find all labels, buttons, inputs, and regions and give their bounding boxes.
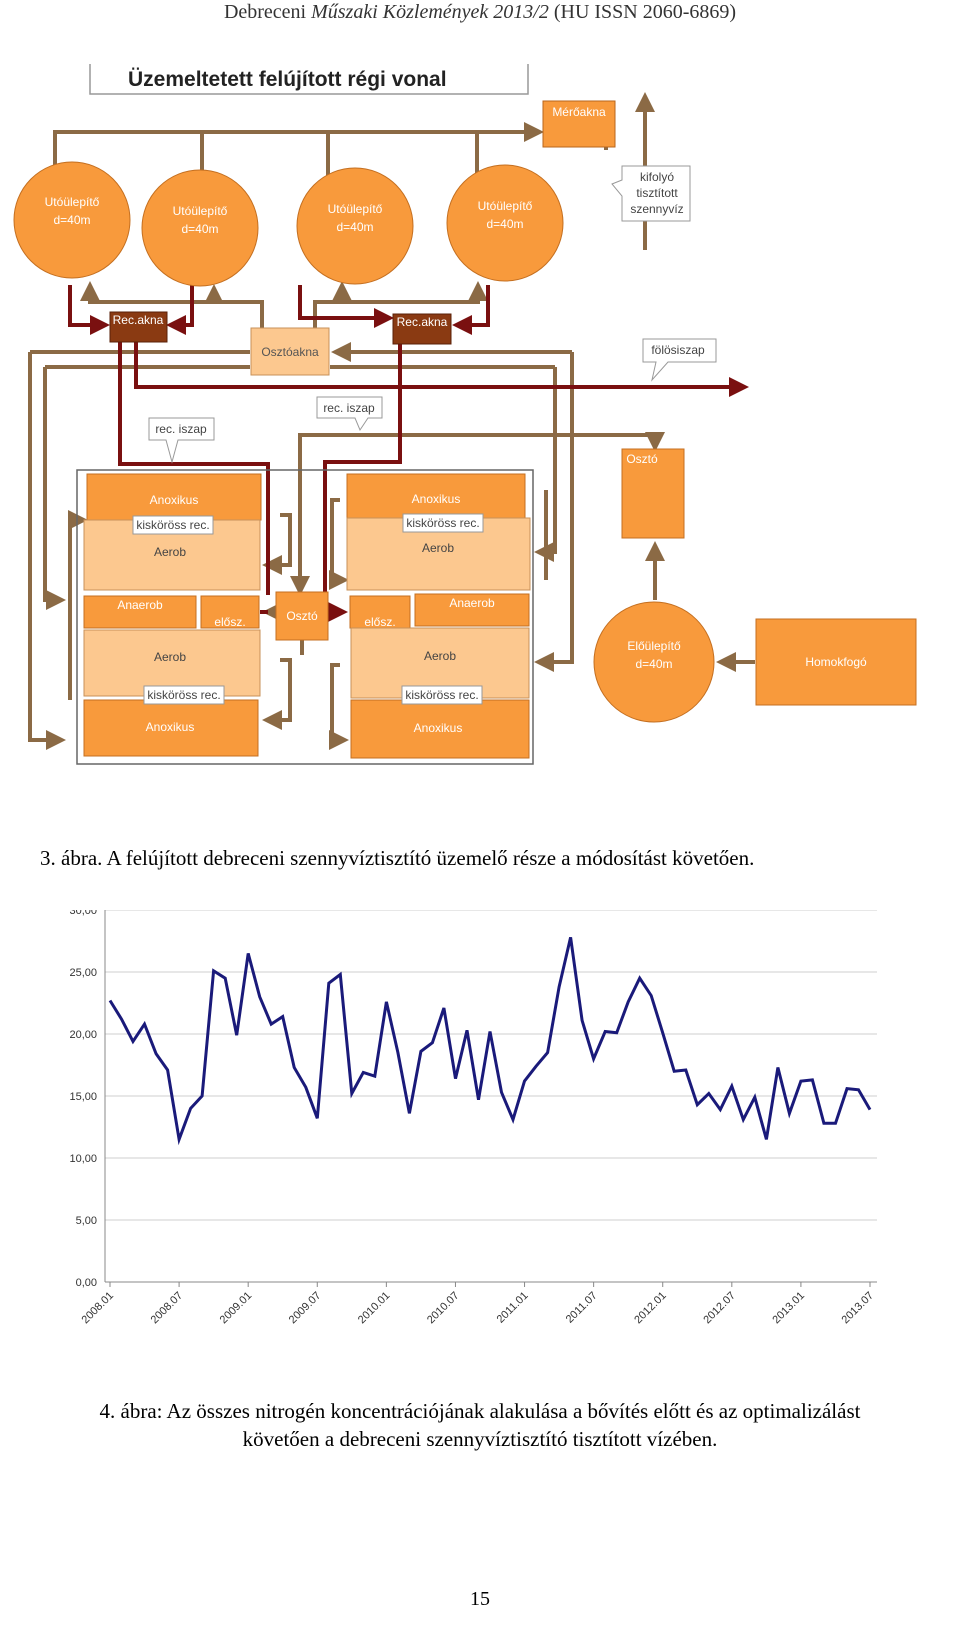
x-tick-label: 2009.01 [218, 1290, 255, 1327]
ul-kiskoros: kisköröss rec. [136, 518, 209, 532]
lr-aerob: Aerob [424, 649, 456, 663]
x-tick-label: 2010.01 [356, 1290, 393, 1327]
clarifier-3: Utóülepítő d=40m [296, 167, 414, 285]
figure-4-caption-line2: követően a debreceni szennyvíztisztító t… [242, 1427, 718, 1451]
clarifier-3-line1: Utóülepítő [328, 202, 383, 216]
kifolyo-line1: kifolyó [640, 170, 674, 184]
clarifier-1-line1: Utóülepítő [45, 195, 100, 209]
osztoakna-label: Osztóakna [261, 345, 319, 359]
chart-series [108, 936, 872, 1146]
ll-anoxikus: Anoxikus [146, 720, 195, 734]
total-nitrogen-series-line [108, 936, 872, 1146]
lr-anoxikus: Anoxikus [414, 721, 463, 735]
clarifier-3-line2: d=40m [336, 220, 373, 234]
x-tick-label: 2011.07 [564, 1290, 600, 1326]
clarifier-1-line2: d=40m [53, 213, 90, 227]
eloulepito: Előülepítő d=40m [593, 601, 715, 723]
rec-iszap-callout-left: rec. iszap [148, 417, 215, 464]
clarifier-2-line1: Utóülepítő [173, 204, 228, 218]
ul-anoxikus: Anoxikus [150, 493, 199, 507]
basin-middle-row: Anaerob elősz. Osztó elősz. Anaerob [83, 591, 530, 641]
rec-akna-left-label: Rec.akna [113, 313, 164, 327]
mid-oszto: Osztó [286, 609, 318, 623]
y-tick-label: 5,00 [76, 1215, 97, 1227]
folosiszap-callout: fölösiszap [642, 338, 717, 382]
nitrogen-line-chart: 0,00 5,00 10,00 15,00 20,00 25,00 30,00 2008.0… [69, 910, 877, 1327]
x-tick-label: 2013.07 [840, 1290, 877, 1327]
y-tick-label: 0,00 [76, 1277, 97, 1289]
oszto-right-label: Osztó [626, 452, 658, 466]
running-header: Debreceni Műszaki Közlemények 2013/2 (HU… [0, 0, 960, 24]
y-tick-label: 25,00 [69, 967, 97, 979]
meroakna-box: Mérőakna [542, 100, 616, 148]
header-journal: Műszaki Közlemények 2013/2 [311, 1, 549, 23]
eloulepito-line2: d=40m [635, 657, 672, 671]
figure-4-caption-line1: 4. ábra: Az összes nitrogén koncentráció… [99, 1399, 861, 1423]
homokfogo-label: Homokfogó [805, 655, 867, 669]
rec-iszap-left-label: rec. iszap [155, 422, 207, 436]
kifolyo-callout: kifolyó tisztított szennyvíz [611, 165, 691, 222]
ml-elosz: elősz. [214, 615, 245, 629]
y-tick-label: 30,00 [69, 910, 97, 917]
clarifier-4-line1: Utóülepítő [478, 199, 533, 213]
rec-akna-right-label: Rec.akna [397, 315, 448, 329]
osztoakna-box: Osztóakna [250, 327, 330, 376]
rec-iszap-callout-mid: rec. iszap [316, 396, 383, 432]
kifolyo-line3: szennyvíz [630, 202, 683, 216]
x-tick-label: 2013.01 [770, 1290, 807, 1327]
diagram-title: Üzemeltetett felújított régi vonal [128, 68, 447, 91]
header-suffix: (HU ISSN 2060-6869) [548, 1, 737, 23]
clarifier-2-line2: d=40m [181, 222, 218, 236]
rec-iszap-mid-label: rec. iszap [323, 401, 375, 415]
clarifier-1: Utóülepítő d=40m [13, 161, 131, 279]
clarifier-4-line2: d=40m [486, 217, 523, 231]
x-tick-label: 2008.01 [80, 1290, 117, 1327]
basin-lower-right: Aerob Anoxikus kisköröss rec. [350, 627, 530, 759]
chart-gridlines [104, 910, 877, 1283]
lr-kiskoros: kisköröss rec. [405, 688, 478, 702]
rec-akna-right: Rec.akna [392, 313, 452, 345]
y-tick-label: 10,00 [69, 1153, 97, 1165]
meroakna-label: Mérőakna [552, 105, 606, 119]
x-tick-label: 2012.07 [701, 1290, 738, 1327]
x-tick-label: 2011.01 [495, 1290, 531, 1326]
y-tick-label: 15,00 [69, 1091, 97, 1103]
x-tick-label: 2012.01 [632, 1290, 669, 1327]
diagram-title-box: Üzemeltetett felújított régi vonal [89, 64, 529, 95]
figure-3-caption: 3. ábra. A felújított debreceni szennyví… [40, 846, 755, 870]
chart-y-tick-labels: 0,00 5,00 10,00 15,00 20,00 25,00 30,00 [69, 910, 97, 1289]
eloulepito-line1: Előülepítő [627, 639, 681, 653]
mr-anaerob: Anaerob [449, 596, 495, 610]
ll-kiskoros: kisköröss rec. [147, 688, 220, 702]
x-tick-label: 2008.07 [149, 1290, 186, 1327]
homokfogo: Homokfogó [755, 618, 917, 706]
basin-upper-right: Anoxikus Aerob kisköröss rec. [346, 473, 531, 591]
kifolyo-line2: tisztított [636, 186, 678, 200]
oszto-right-box: Osztó [621, 448, 685, 539]
ul-aerob: Aerob [154, 545, 186, 559]
basin-frame [76, 469, 534, 765]
y-tick-label: 20,00 [69, 1029, 97, 1041]
header-prefix: Debreceni [223, 1, 312, 23]
mr-elosz: elősz. [364, 615, 395, 629]
x-tick-label: 2010.07 [425, 1290, 462, 1327]
clarifier-4: Utóülepítő d=40m [446, 164, 564, 282]
return-sludge-pipes [68, 285, 749, 622]
figure-4-caption: 4. ábra: Az összes nitrogén koncentráció… [0, 1397, 960, 1453]
x-tick-label: 2009.07 [287, 1290, 324, 1327]
ur-anoxikus: Anoxikus [412, 492, 461, 506]
folosiszap-label: fölösiszap [651, 343, 705, 357]
rec-akna-left: Rec.akna [109, 311, 168, 343]
ur-kiskoros: kisköröss rec. [406, 516, 479, 530]
process-diagram: Üzemeltetett felújított régi vonal [13, 64, 917, 765]
ur-aerob: Aerob [422, 541, 454, 555]
page-number: 15 [470, 1588, 490, 1610]
basin-upper-left: Anoxikus Aerob kisköröss rec. [83, 473, 262, 591]
ll-aerob: Aerob [154, 650, 186, 664]
ml-anaerob: Anaerob [117, 598, 163, 612]
chart-x-tick-labels: 2008.01 2008.07 2009.01 2009.07 2010.01 2010.… [80, 1282, 877, 1327]
basin-lower-left: Aerob Anoxikus kisköröss rec. [83, 629, 261, 757]
clarifier-2: Utóülepítő d=40m [141, 169, 259, 287]
